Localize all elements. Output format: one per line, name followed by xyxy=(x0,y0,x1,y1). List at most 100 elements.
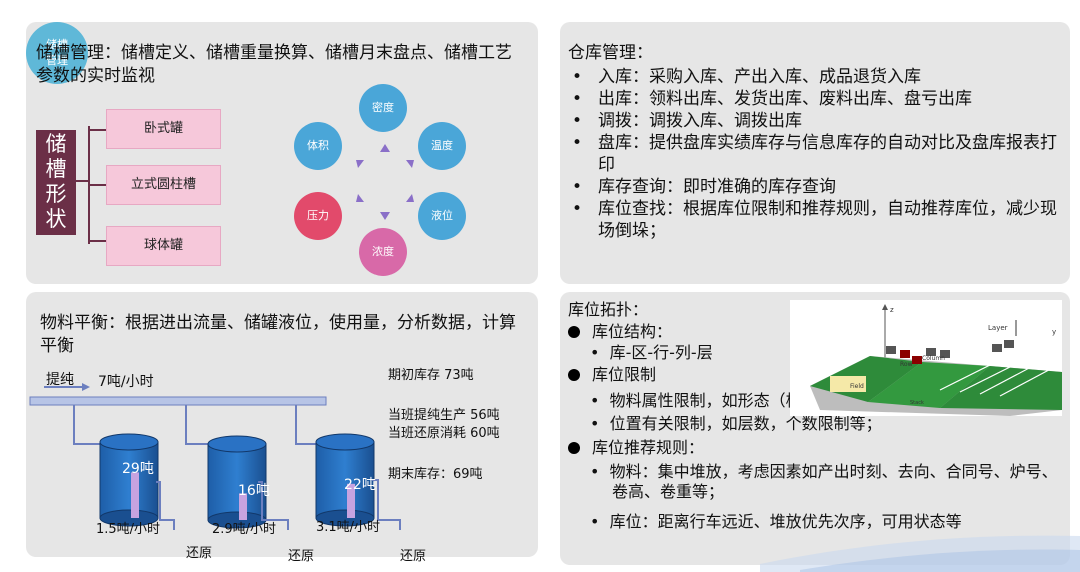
section-heading: 库位推荐规则： xyxy=(568,438,704,458)
bullet-icon: • xyxy=(572,111,583,131)
tank-level-bar xyxy=(131,472,139,518)
outlet-label: 还原 xyxy=(288,549,315,564)
list-item: •库位查找：根据库位限制和推荐规则，自动推荐库位，减少现场倒垛； xyxy=(572,199,1057,241)
outlet-label: 还原 xyxy=(186,546,213,561)
final-stock: 期末库存：69吨 xyxy=(388,467,483,482)
section-item: • 位置有关限制，如层数，个数限制等； xyxy=(590,414,882,433)
bullet-icon: • xyxy=(572,199,583,219)
tank-amount: 22吨 xyxy=(344,477,376,493)
section-heading: 库位结构： xyxy=(568,322,672,342)
tank-flow-diagram xyxy=(29,383,401,530)
tank-top xyxy=(207,435,267,453)
outlet-pipe-1 xyxy=(156,481,175,530)
param-density: 密度 xyxy=(359,84,407,132)
list-item: •库存查询：即时准确的库存查询 xyxy=(572,177,836,197)
sub-bullet-icon: • xyxy=(590,343,600,362)
warehouse-topology-image: z Field Row xyxy=(790,300,1062,416)
section-item: • 库位：距离行车远近、堆放优先次序，可用状态等 xyxy=(590,512,962,531)
panel-title: 储槽管理：储槽定义、储槽重量换算、储槽月末盘点、储槽工艺参数的实时监视 xyxy=(36,43,512,86)
outlet-pipe-3 xyxy=(372,479,401,530)
inlet-flow: 7吨/小时 xyxy=(98,374,154,390)
bracket-connector xyxy=(76,180,90,182)
tank-bottom xyxy=(315,509,375,527)
param-temperature: 温度 xyxy=(418,122,466,170)
material-balance-panel: 物料平衡：根据进出流量、储罐液位，使用量，分析数据，计算平衡 提纯 7 xyxy=(26,292,538,564)
feed-pipe-2 xyxy=(185,405,210,445)
svg-text:Column: Column xyxy=(922,355,945,362)
param-arrows xyxy=(356,144,414,220)
list-item: •盘库：提供盘库实绩库存与信息库存的自动对比及盘库报表打印 xyxy=(572,133,1057,175)
arrow-downleft-icon xyxy=(356,194,364,202)
inlet-label: 提纯 xyxy=(46,372,74,388)
bullet-icon: • xyxy=(572,89,583,109)
tank-amount: 29吨 xyxy=(122,461,154,477)
param-concentration: 浓度 xyxy=(359,228,407,276)
tank-level-bar xyxy=(347,483,355,518)
storage-topology-panel: 库位拓扑： 库位结构： • 库-区-行-列-层 库位限制 • 物料属性限制，如形… xyxy=(560,292,1070,565)
shift-production: 当班提纯生产 56吨 xyxy=(388,408,500,423)
bracket-tick xyxy=(88,129,106,131)
sub-bullet-icon: • xyxy=(590,512,600,531)
panel-title: 物料平衡：根据进出流量、储罐液位，使用量，分析数据，计算平衡 xyxy=(40,313,516,356)
bullet-icon: • xyxy=(572,133,583,153)
outlet-label: 还原 xyxy=(400,549,427,564)
arrow-down-icon xyxy=(380,212,390,220)
shift-consumption: 当班还原消耗 60吨 xyxy=(388,426,500,441)
bullet-icon xyxy=(568,442,580,454)
svg-text:Field: Field xyxy=(850,383,864,390)
svg-text:y: y xyxy=(1052,328,1056,336)
param-pressure: 压力 xyxy=(294,192,342,240)
panel-title: 库位拓扑： xyxy=(568,300,649,319)
hub-circle: 储槽 管理 xyxy=(26,22,88,84)
section-item: • 库-区-行-列-层 xyxy=(590,343,713,362)
tank-type-vertical-cylinder: 立式圆柱槽 xyxy=(106,165,221,205)
tank-flow: 2.9吨/小时 xyxy=(212,522,277,537)
feed-pipe-3 xyxy=(295,405,318,445)
outlet-pipe-2 xyxy=(258,481,289,530)
hub-line: 管理 xyxy=(46,54,68,67)
arrow-upright-icon xyxy=(406,160,414,168)
tank-amount: 16吨 xyxy=(238,483,270,499)
section-heading: 库位限制 xyxy=(568,365,656,385)
tank-shape-label: 储槽形状 xyxy=(36,130,76,235)
svg-text:Layer: Layer xyxy=(988,324,1008,332)
svg-text:Stack: Stack xyxy=(910,400,924,406)
tank-type-sphere: 球体罐 xyxy=(106,226,221,266)
sub-bullet-icon: • xyxy=(590,391,600,410)
warehouse-list: •入库：采购入库、产出入库、成品退货入库 •出库：领料出库、发货出库、废料出库、… xyxy=(568,66,1060,242)
svg-text:z: z xyxy=(890,306,894,314)
list-item: •入库：采购入库、产出入库、成品退货入库 xyxy=(572,67,921,87)
warehouse-3d-illustration: z Field Row xyxy=(810,304,1062,416)
list-item: •调拨：调拨入库、调拨出库 xyxy=(572,111,802,131)
bullet-icon: • xyxy=(572,177,583,197)
section-item: • 物料：集中堆放，考虑因素如产出时刻、去向、合同号、炉号、卷高、卷重等； xyxy=(590,462,1058,501)
tank-body xyxy=(99,441,159,519)
tank-top xyxy=(315,433,375,451)
list-item: •出库：领料出库、发货出库、废料出库、盘亏出库 xyxy=(572,89,972,109)
bracket-tick xyxy=(88,240,106,242)
svg-text:Row: Row xyxy=(900,361,913,368)
bullet-icon xyxy=(568,369,580,381)
arrow-up-icon xyxy=(380,144,390,152)
tank-flow: 3.1吨/小时 xyxy=(316,520,381,535)
tank-body xyxy=(315,441,375,519)
panel-title: 仓库管理： xyxy=(568,43,653,63)
arrow-upleft-icon xyxy=(356,160,364,168)
param-level: 液位 xyxy=(418,192,466,240)
tank-level-bar xyxy=(239,493,247,520)
hub-line: 储槽 xyxy=(46,38,68,51)
tanks-group xyxy=(99,433,375,529)
initial-stock: 期初库存 73吨 xyxy=(388,368,474,383)
sub-bullet-icon: • xyxy=(590,414,600,433)
header-pipe xyxy=(29,396,327,406)
tank-management-panel: 储槽管理：储槽定义、储槽重量换算、储槽月末盘点、储槽工艺参数的实时监视 储槽形状… xyxy=(26,22,538,284)
tank-bottom xyxy=(99,509,159,527)
param-volume: 体积 xyxy=(294,122,342,170)
tank-flow: 1.5吨/小时 xyxy=(96,522,161,537)
inlet-arrow-icon xyxy=(82,383,90,391)
bullet-icon xyxy=(568,326,580,338)
feed-pipe-1 xyxy=(73,405,100,445)
tank-top xyxy=(99,433,159,451)
warehouse-management-panel: 仓库管理： •入库：采购入库、产出入库、成品退货入库 •出库：领料出库、发货出库… xyxy=(560,22,1070,284)
arrow-downright-icon xyxy=(406,194,414,202)
